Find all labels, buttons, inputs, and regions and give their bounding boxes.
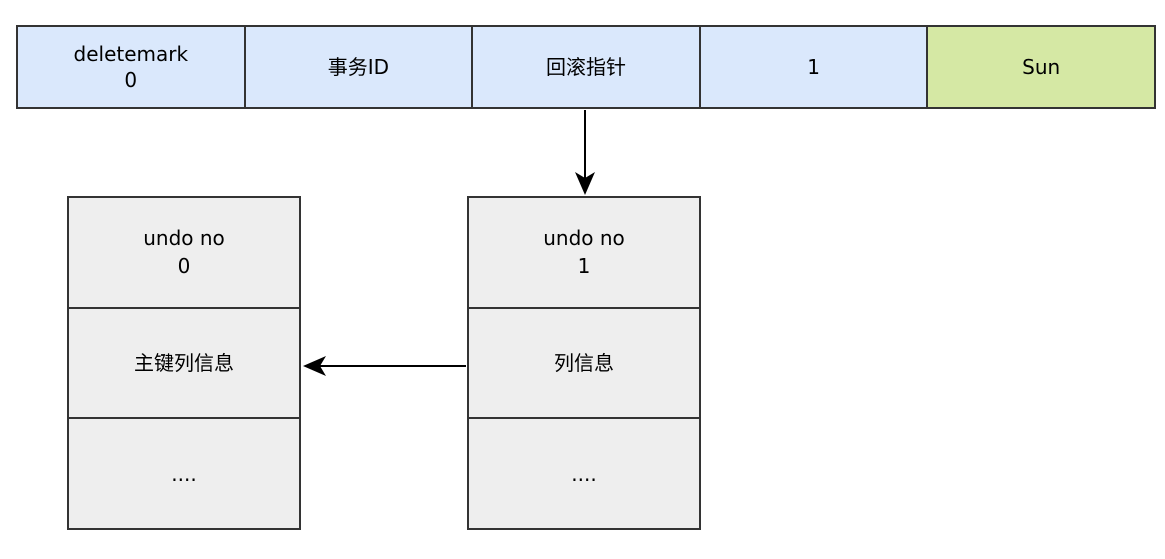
- deletemark-value: 0: [124, 68, 138, 92]
- roll-pointer-arrow: [575, 110, 595, 195]
- undo-chain-arrow: [303, 356, 466, 376]
- id-value: 1: [807, 55, 820, 79]
- undo-no-value: 0: [177, 254, 191, 279]
- undo-log-1-more: ....: [469, 419, 699, 528]
- record-row: deletemark 0 事务ID 回滚指针 1 Sun: [16, 25, 1156, 109]
- undo-log-1: undo no 1 列信息 ....: [467, 196, 701, 530]
- undo-log-1-undo-no: undo no 1: [469, 198, 699, 309]
- undo-no-value: 1: [577, 254, 591, 279]
- undo-log-0: undo no 0 主键列信息 ....: [67, 196, 301, 530]
- primary-key-info-label: 主键列信息: [134, 351, 234, 375]
- undo-log-1-info: 列信息: [469, 309, 699, 420]
- record-cell-transaction-id: 事务ID: [245, 27, 474, 107]
- undo-no-label: undo no: [543, 226, 625, 251]
- record-cell-id-value: 1: [700, 27, 929, 107]
- ellipsis-label: ....: [571, 461, 597, 486]
- ellipsis-label: ....: [171, 461, 197, 486]
- record-cell-name-value: Sun: [928, 27, 1154, 107]
- column-info-label: 列信息: [554, 351, 614, 375]
- deletemark-label: deletemark: [73, 42, 189, 66]
- undo-log-0-more: ....: [69, 419, 299, 528]
- name-value: Sun: [1022, 55, 1061, 79]
- transaction-id-label: 事务ID: [327, 55, 390, 79]
- roll-pointer-label: 回滚指针: [545, 55, 626, 79]
- record-cell-deletemark: deletemark 0: [18, 27, 246, 107]
- record-cell-roll-pointer: 回滚指针: [473, 27, 701, 107]
- undo-log-0-undo-no: undo no 0: [69, 198, 299, 309]
- undo-no-label: undo no: [143, 226, 225, 251]
- undo-log-0-info: 主键列信息: [69, 309, 299, 420]
